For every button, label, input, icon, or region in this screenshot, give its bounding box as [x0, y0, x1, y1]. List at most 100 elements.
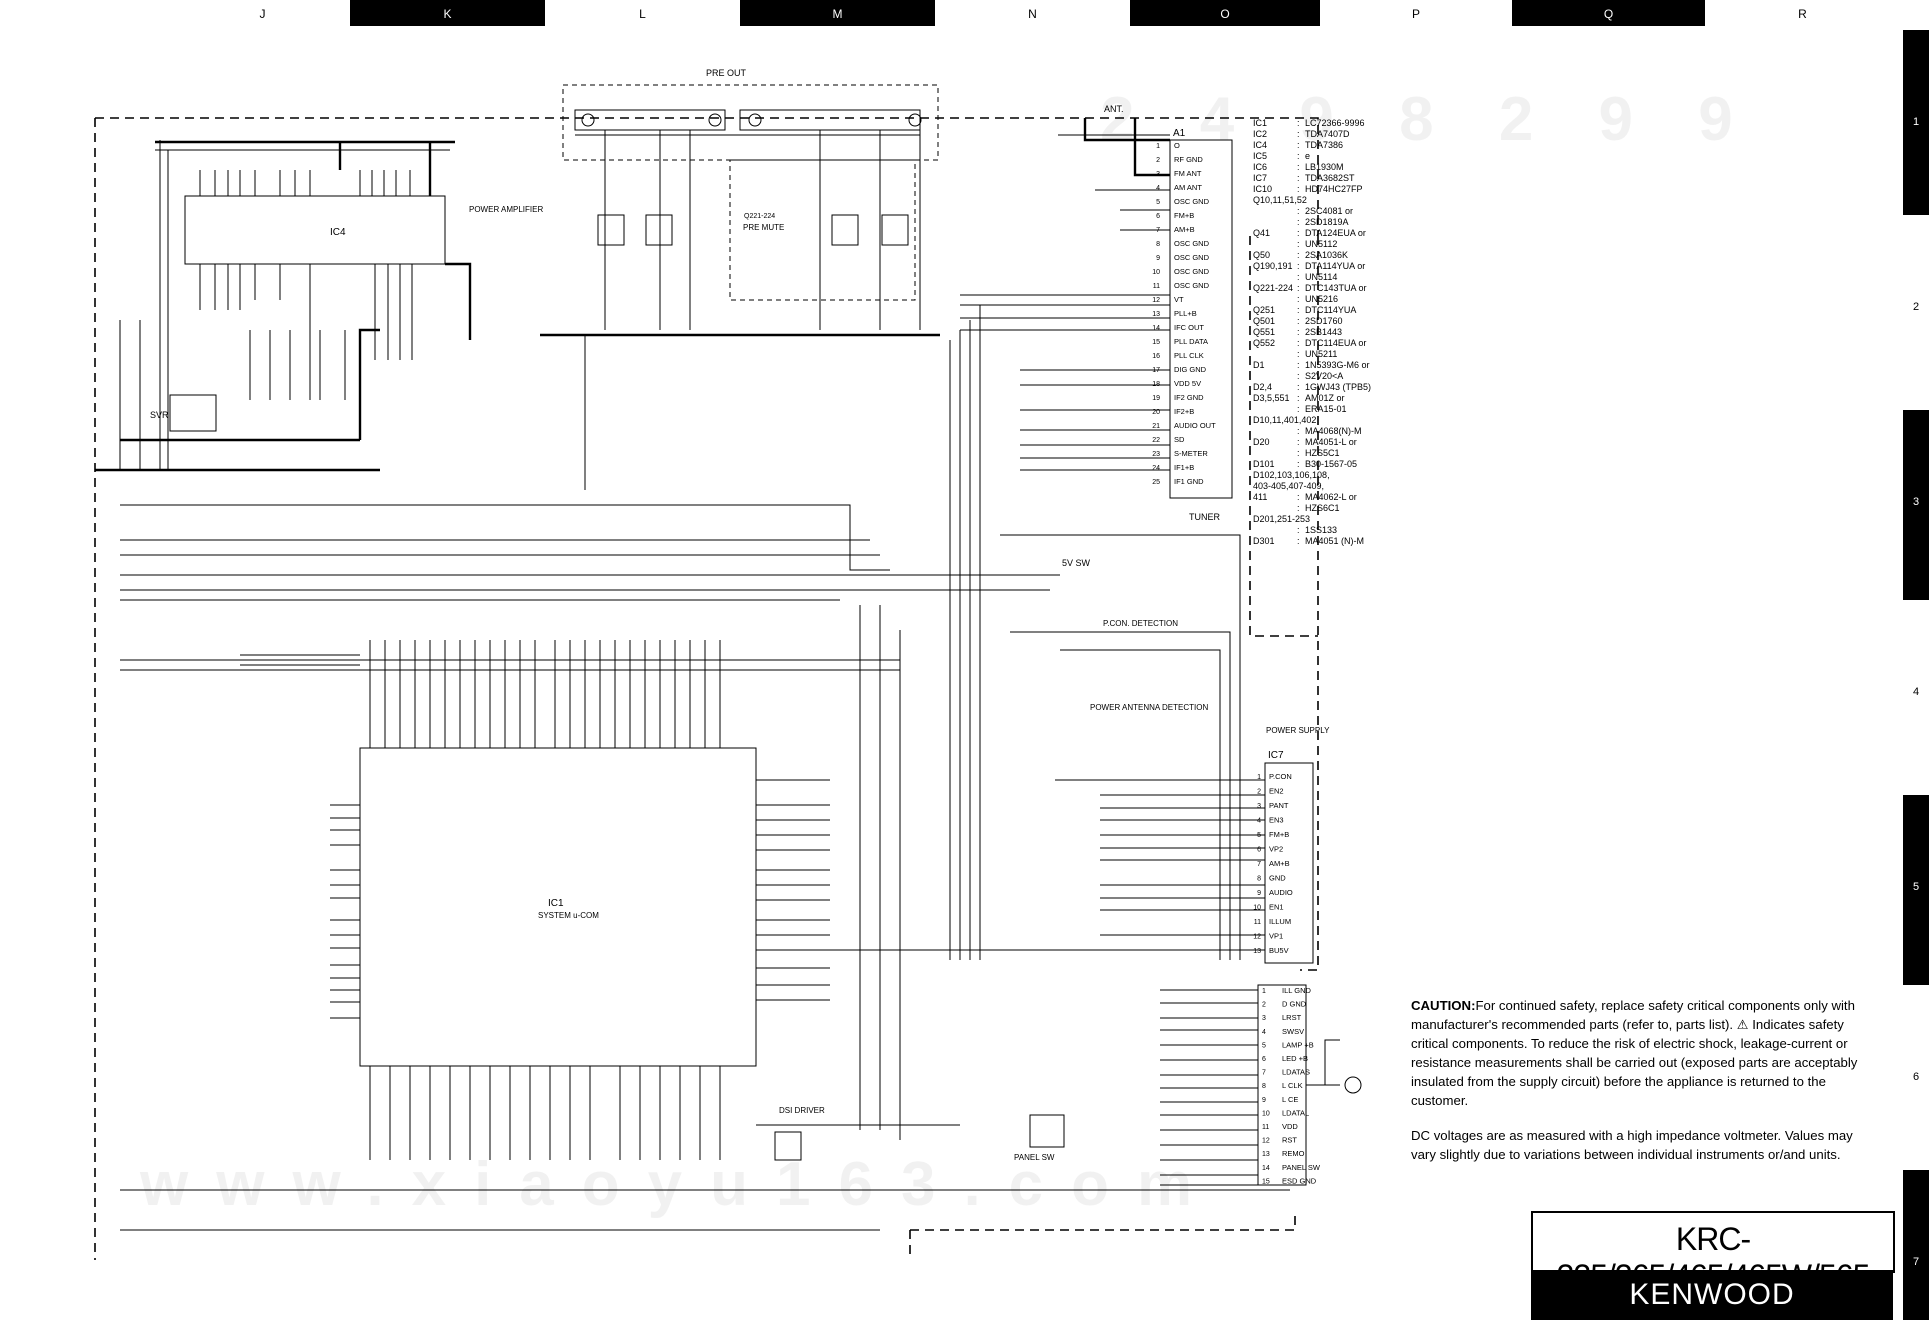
tuner-pin-label: IF2+B — [1174, 407, 1194, 416]
tuner-pin-number: 10 — [1152, 269, 1160, 276]
part-sep: : — [1297, 382, 1300, 392]
panel-sw-label: PANEL SW — [1014, 1153, 1055, 1162]
part-sep: : — [1297, 305, 1300, 315]
tuner-pin-label: OSC GND — [1174, 253, 1210, 262]
caution-text: For continued safety, replace safety cri… — [1411, 998, 1858, 1108]
j3-pin-label: ESD GND — [1282, 1176, 1317, 1185]
ic7-pin-label: FM+B — [1269, 830, 1289, 839]
part-sep: : — [1297, 338, 1300, 348]
part-ref: D20 — [1253, 437, 1270, 447]
part-sep: : — [1297, 393, 1300, 403]
tuner-pin-number: 18 — [1152, 381, 1160, 388]
j3-pin-number: 13 — [1262, 1151, 1270, 1158]
part-sep: : — [1297, 272, 1300, 282]
part-ref: D101 — [1253, 459, 1275, 469]
column-cell — [1130, 0, 1320, 26]
pre-out-label: PRE OUT — [706, 68, 747, 78]
tuner-pin-number: 14 — [1152, 325, 1160, 332]
part-sep: : — [1297, 239, 1300, 249]
parts-list-row: :S2V20<A — [1253, 371, 1371, 382]
ic7-pin-number: 8 — [1257, 876, 1261, 883]
j3-pin-label: L CLK — [1282, 1081, 1303, 1090]
part-value: HD74HC27FP — [1305, 184, 1363, 194]
parts-list-row: :2SD1819A — [1253, 217, 1371, 228]
j3-pin-label: LED +B — [1282, 1054, 1308, 1063]
part-sep: : — [1297, 140, 1300, 150]
column-cell — [1512, 0, 1705, 26]
tuner-pin-label: OSC GND — [1174, 281, 1210, 290]
ic4-label: IC4 — [330, 227, 346, 238]
part-sep: : — [1297, 316, 1300, 326]
j3-pin-number: 4 — [1262, 1029, 1266, 1036]
part-value: ERA15-01 — [1305, 404, 1347, 414]
part-value: DTC114YUA — [1305, 305, 1357, 315]
column-label-l: L — [639, 7, 646, 21]
parts-list-row: Q501:2SD1760 — [1253, 316, 1371, 327]
q221-224-label: Q221-224 — [744, 213, 775, 220]
part-value: DTC114EUA or — [1305, 338, 1367, 348]
part-ref: Q41 — [1253, 228, 1271, 238]
part-sep: : — [1297, 173, 1300, 183]
row-label-5: 5 — [1913, 881, 1919, 893]
part-sep: : — [1297, 228, 1300, 238]
parts-list-row: Q551:2SB1443 — [1253, 327, 1371, 338]
column-cell — [350, 0, 545, 26]
model-box: KRC-335/365/465/465W/565 — [1531, 1211, 1895, 1294]
ic7-pin-number: 13 — [1253, 948, 1261, 955]
j3-pin-number: 2 — [1262, 1002, 1266, 1009]
ic7-pin-label: ILLUM — [1269, 917, 1291, 926]
ic7-pin-number: 1 — [1257, 774, 1261, 781]
ic7-pin-number: 11 — [1254, 919, 1261, 926]
parts-list-row: Q190,191:DTA114YUA or — [1253, 261, 1371, 272]
part-sep: : — [1297, 426, 1300, 436]
ic7-pin-number: 7 — [1257, 861, 1261, 868]
parts-list-row: :2SC4081 or — [1253, 206, 1371, 217]
parts-list-row: :UN5216 — [1253, 294, 1371, 305]
ic7-pin-number: 10 — [1253, 905, 1261, 912]
part-sep: : — [1297, 459, 1300, 469]
parts-list-row: :1SS133 — [1253, 525, 1371, 536]
tuner-pin-label: DIG GND — [1174, 365, 1207, 374]
j3-pin-label: REMO — [1282, 1149, 1305, 1158]
tuner-pin-label: VT — [1174, 295, 1184, 304]
part-value: 2SA1036K — [1305, 250, 1349, 260]
part-ref — [1253, 448, 1297, 459]
caution-heading: CAUTION: — [1411, 998, 1476, 1013]
part-ref — [1253, 503, 1297, 514]
part-value: HZS5C1 — [1305, 448, 1340, 458]
part-value: LB1930M — [1305, 162, 1344, 172]
tuner-block — [949, 118, 1233, 960]
tuner-pin-label: PLL DATA — [1174, 337, 1208, 346]
part-value: UN5211 — [1305, 349, 1338, 359]
ic7-desc: POWER SUPPLY — [1266, 726, 1330, 735]
part-value: 1GWJ43 (TPB5) — [1305, 382, 1372, 392]
row-cell — [1903, 985, 1929, 1170]
ic4-power-amplifier — [120, 140, 472, 470]
parts-list-row: D101:B30-1567-05 — [1253, 459, 1371, 470]
part-value: 2SD1819A — [1305, 217, 1349, 227]
part-ref: Q221-224 — [1253, 283, 1294, 293]
part-ref: 411 — [1253, 492, 1268, 502]
part-ref: Q190,191 — [1253, 261, 1293, 271]
tuner-pin-label: IF1 GND — [1174, 477, 1204, 486]
part-ref — [1253, 294, 1297, 305]
part-sep: : — [1297, 283, 1300, 293]
parts-list-row: :HZS6C1 — [1253, 503, 1371, 514]
tuner-pin-label: SD — [1174, 435, 1185, 444]
part-value: UN5216 — [1305, 294, 1339, 304]
tuner-pin-label: AM ANT — [1174, 183, 1202, 192]
tuner-pin-label: PLL CLK — [1174, 351, 1204, 360]
tuner-label: TUNER — [1189, 512, 1220, 522]
j3-pin-label: VDD — [1282, 1122, 1298, 1131]
parts-list-row: D102,103,106,108, — [1253, 470, 1371, 481]
part-sep: : — [1297, 492, 1300, 502]
part-value: TDA3682ST — [1305, 173, 1355, 183]
tuner-pin-number: 1 — [1156, 143, 1160, 150]
tuner-pin-number: 20 — [1152, 409, 1160, 416]
column-label-p: P — [1412, 7, 1420, 21]
ic1-system-ucom — [120, 504, 1290, 1231]
parts-list-row: :UN5112 — [1253, 239, 1371, 250]
